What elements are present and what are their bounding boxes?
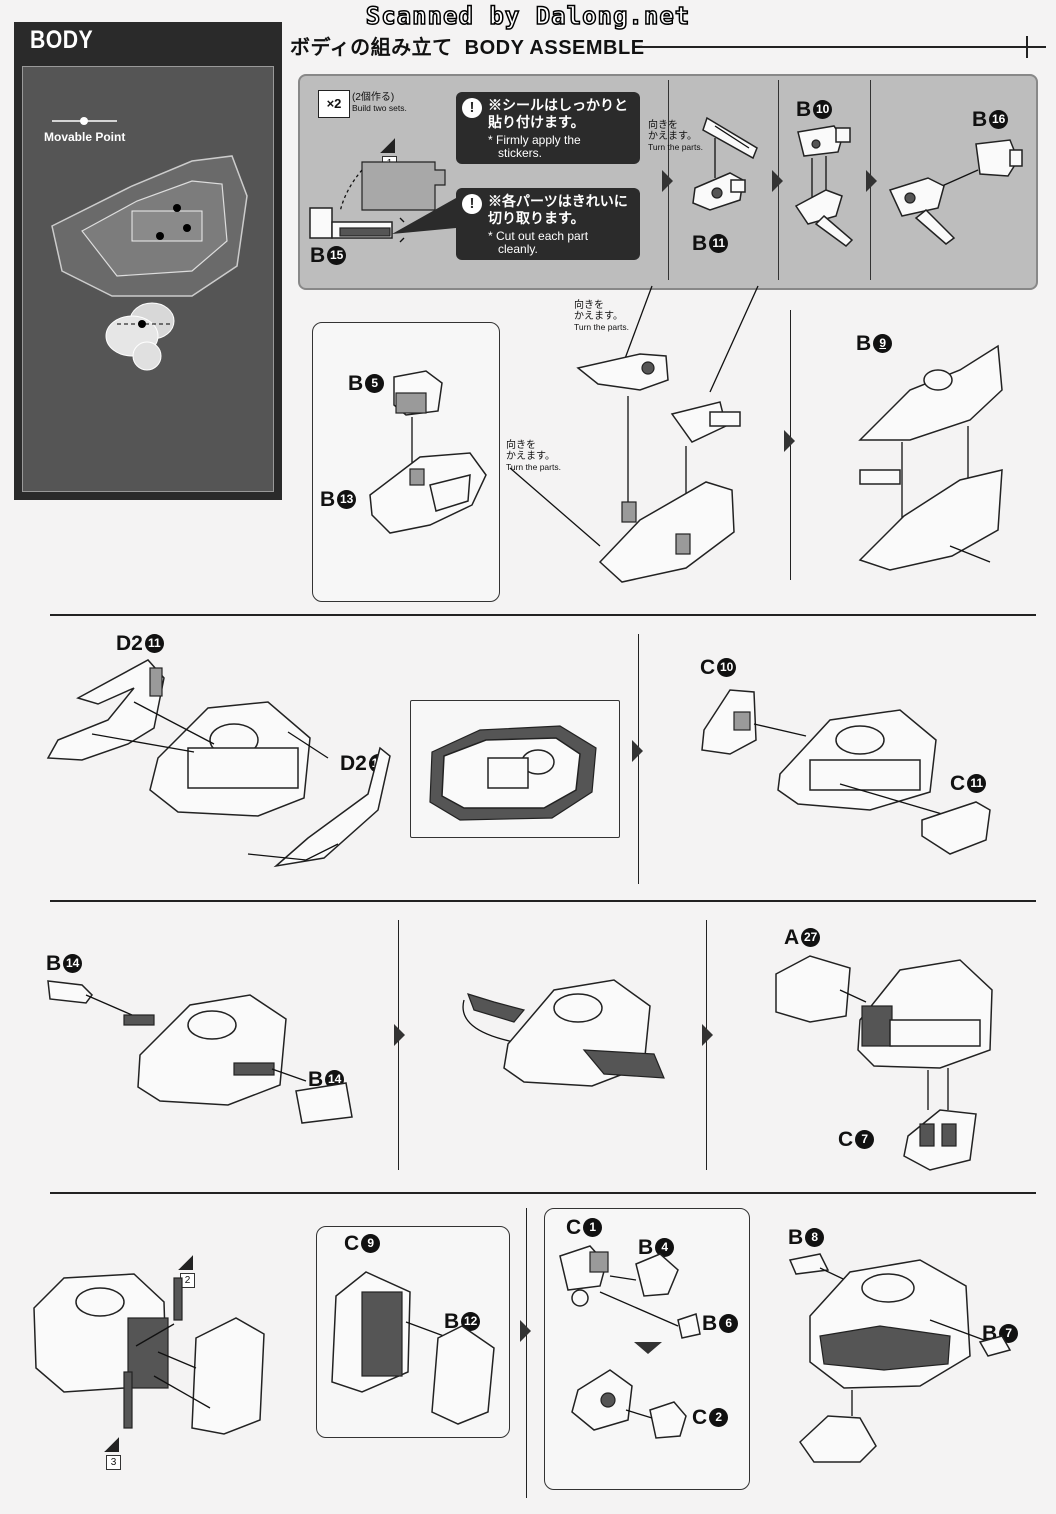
step2-main-assembly-sketch (509, 285, 759, 583)
step-down-arrow-icon (634, 1342, 662, 1354)
cut-note-pointer (392, 198, 456, 234)
title-rule-tick (1026, 36, 1028, 58)
turn-note-3: 向きをかえます。 Turn the parts. (574, 300, 629, 332)
step-arrow-icon (632, 740, 643, 762)
b11-part-sketch (692, 116, 758, 211)
row-divider-2 (50, 900, 1036, 902)
movable-point-label: Movable Point (44, 130, 126, 144)
b15-part-sketch (309, 161, 446, 243)
page-title: ボディの組み立て BODY ASSEMBLE (290, 31, 645, 60)
b14-assembly-sketch-left (47, 980, 353, 1124)
build-note: (2個作る) Build two sets. (352, 92, 407, 114)
c1-c2-assembly-sketch (559, 1245, 701, 1439)
b9-assembly-sketch (858, 344, 1003, 571)
step-arrow-icon (772, 170, 783, 192)
b16-assembly-sketch (888, 139, 1023, 245)
sticker-2-marker: 2 (178, 1254, 200, 1289)
step5-divider (526, 1208, 527, 1498)
cut-note-en-1: * Cut out each part (488, 229, 589, 243)
c9-b12-assembly-sketch (331, 1271, 495, 1425)
step-arrow-icon (702, 1024, 713, 1046)
sticker-note-en-1: * Firmly apply the (488, 133, 581, 147)
cut-note-callout: ! ※各パーツはきれいに 切り取ります。 * Cut out each part… (456, 188, 640, 260)
movable-point-diagram (51, 117, 248, 371)
row-divider-1 (50, 614, 1036, 616)
row-divider-3 (50, 1192, 1036, 1194)
build-note-jp: (2個作る) (352, 92, 395, 103)
b10-assembly-sketch (794, 125, 854, 247)
sticker-icon (104, 1437, 119, 1453)
d2-frame-assembly-sketch (46, 659, 391, 868)
build-count-badge: ×2 (318, 90, 350, 118)
a27-c7-assembly-sketch (775, 955, 993, 1171)
sticker-3-marker: 3 (104, 1436, 126, 1471)
side-panel-illustration-area (22, 66, 274, 492)
sticker-note-en-2: stickers. (498, 146, 543, 160)
step-arrow-icon (520, 1320, 531, 1342)
build-note-en: Build two sets. (352, 103, 407, 113)
step-arrow-icon (662, 170, 673, 192)
watermark-text: Scanned by Dalong.net (365, 1, 691, 31)
b7-b8-final-assembly-sketch (788, 1253, 1012, 1463)
turn-note-1: 向きをかえます。 Turn the parts. (648, 120, 703, 152)
sticker-note-jp-1: ※シールはしっかりと (488, 97, 628, 113)
side-panel-title: BODY (30, 26, 94, 54)
cut-note-en-2: cleanly. (498, 242, 538, 256)
b13-assembly-sketch (369, 370, 487, 534)
page-title-jp: ボディの組み立て (290, 37, 453, 59)
step-arrow-icon (394, 1024, 405, 1046)
page-title-en: BODY ASSEMBLE (464, 37, 645, 59)
warning-icon: ! (462, 98, 482, 118)
cut-note-jp-2: 切り取ります。 (488, 210, 585, 226)
b14-assembled-sketch (462, 979, 665, 1087)
sticker-note-callout: ! ※シールはしっかりと 貼り付けます。 * Firmly apply the … (456, 92, 640, 164)
cut-note-jp-1: ※各パーツはきれいに (488, 193, 628, 209)
turn-note-2: 向きをかえます。 Turn the parts. (506, 440, 561, 472)
step-arrow-icon (866, 170, 877, 192)
title-rule (640, 46, 1046, 48)
step3-inset-detail-sketch (429, 725, 597, 821)
step-arrow-icon (784, 430, 795, 452)
sticker-number: 3 (106, 1455, 121, 1471)
c-armor-assembly-sketch (701, 689, 991, 855)
sticker-apply-sketch (33, 1273, 265, 1435)
sticker-note-jp-2: 貼り付けます。 (488, 114, 585, 130)
warning-icon: ! (462, 194, 482, 214)
